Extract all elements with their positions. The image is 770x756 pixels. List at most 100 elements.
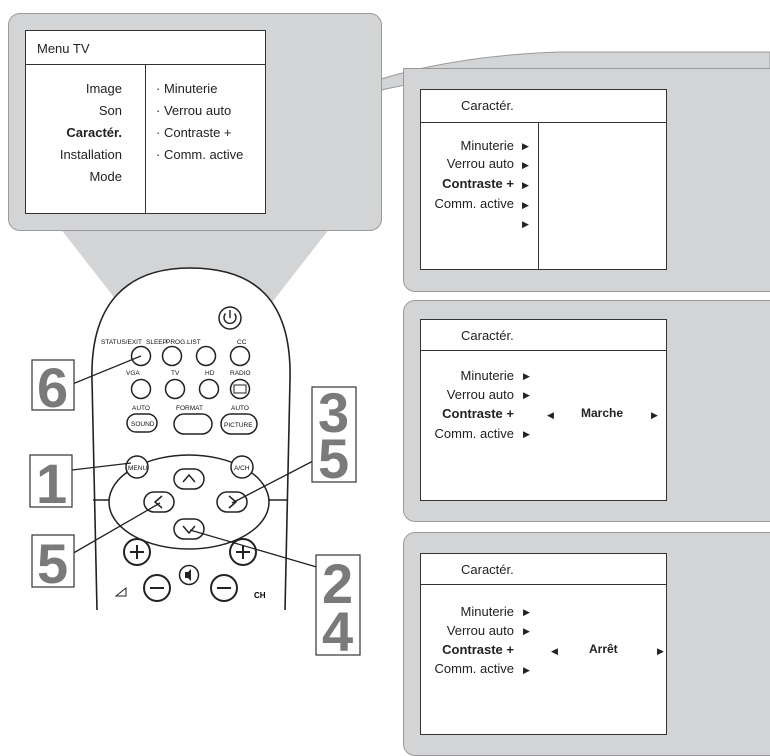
tv-button[interactable] [164, 378, 186, 400]
screen1-panel: Caractér. Minuterie Verrou auto Contrast… [403, 68, 770, 292]
submenu-arrow-icon: ▶ [522, 141, 529, 151]
menu-item-image[interactable]: Image [85, 81, 122, 96]
screen1-item-minuterie[interactable]: Minuterie [461, 138, 514, 153]
screen1-item-verrou[interactable]: Verrou auto [447, 156, 514, 171]
sleep-button[interactable] [161, 345, 183, 367]
remote-body [91, 267, 291, 611]
item-label: Comm. active [434, 426, 514, 441]
format-button[interactable] [173, 413, 213, 435]
sleep-label: SLEEP [146, 339, 167, 346]
screen1-divider [421, 122, 666, 123]
menu-item-son[interactable]: Son [98, 103, 122, 118]
down-button[interactable] [173, 518, 205, 540]
value-left-arrow-icon[interactable]: ◀ [547, 410, 554, 420]
screen2-item-comm[interactable]: Comm. active [435, 426, 514, 441]
screen3-title: Caractér. [461, 562, 514, 577]
vga-label: VGA [126, 370, 140, 377]
mute-icon [185, 569, 191, 581]
screen1-item-contraste[interactable]: Contraste + [442, 176, 514, 191]
auto-picture-label: AUTO [231, 405, 249, 412]
cc-button[interactable] [229, 345, 251, 367]
ach-label: A/CH [234, 465, 250, 472]
item-label: Contraste + [442, 406, 514, 421]
volume-icon [114, 586, 127, 597]
item-label: Comm. active [434, 661, 514, 676]
leader-24 [189, 529, 321, 569]
leader-5-left [69, 502, 161, 556]
submenu-arrow-icon: ▶ [523, 429, 530, 439]
right-button[interactable] [216, 491, 248, 513]
screen2-item-contraste[interactable]: Contraste + [442, 406, 514, 421]
submenu-label: Comm. active [163, 147, 244, 162]
submenu-arrow-icon: ▶ [523, 626, 530, 636]
screen3-item-minuterie[interactable]: Minuterie [461, 604, 514, 619]
item-label: Contraste + [442, 176, 514, 191]
sound-label: SOUND [131, 421, 155, 428]
prog-list-label: PROG.LIST [166, 339, 201, 346]
menu-item-mode[interactable]: Mode [89, 169, 122, 184]
item-label: Minuterie [460, 368, 514, 383]
leader-35 [231, 459, 316, 504]
ach-button[interactable] [230, 455, 254, 479]
radio-button[interactable] [229, 378, 251, 400]
tv-label: TV [171, 370, 180, 377]
screen3-item-verrou[interactable]: Verrou auto [447, 623, 514, 638]
submenu-item-contraste: · Contraste + [156, 125, 232, 140]
screen3-item-contraste[interactable]: Contraste + [442, 642, 514, 657]
submenu-arrow-icon: ▶ [523, 665, 530, 675]
sound-button[interactable] [126, 413, 158, 433]
item-label: Minuterie [460, 138, 514, 153]
submenu-label: Contraste + [163, 125, 232, 140]
step-5-right: 5 [318, 427, 349, 490]
cc-label: CC [237, 339, 247, 346]
hd-button[interactable] [198, 378, 220, 400]
screen2-item-verrou[interactable]: Verrou auto [447, 387, 514, 402]
vga-button[interactable] [130, 378, 152, 400]
radio-label: RADIO [230, 370, 251, 377]
step-6: 6 [37, 356, 68, 419]
plus-icon-ch [236, 545, 250, 559]
submenu-item-minuterie: · Minuterie [156, 81, 218, 96]
submenu-item-verrou: · Verrou auto [156, 103, 232, 118]
step-1-box [29, 454, 73, 508]
step-3: 3 [318, 381, 349, 444]
right-arrow-icon [228, 495, 238, 509]
plus-icon [130, 545, 144, 559]
picture-button[interactable] [220, 413, 258, 435]
screen2-divider [421, 350, 666, 351]
tv-menu-column-divider [145, 64, 146, 213]
step-1: 1 [36, 452, 67, 515]
left-button[interactable] [143, 491, 175, 513]
screen3-item-comm[interactable]: Comm. active [435, 661, 514, 676]
submenu-arrow-icon: ▶ [522, 180, 529, 190]
screen3: Caractér. Minuterie Verrou auto Contrast… [420, 553, 667, 735]
step-5-left: 5 [37, 532, 68, 595]
screen1-item-comm[interactable]: Comm. active [435, 196, 514, 211]
item-label: Minuterie [460, 604, 514, 619]
tv-menu-screen: Menu TV Image Son Caractér. Installation… [25, 30, 266, 214]
step-4: 4 [322, 600, 353, 663]
hd-label: HD [205, 370, 215, 377]
contraste-value: Arrêt [589, 642, 618, 656]
menu-item-installation[interactable]: Installation [59, 147, 122, 162]
screen1-column-divider [538, 122, 539, 269]
menu-item-caracter[interactable]: Caractér. [66, 125, 122, 140]
menu-button[interactable] [125, 455, 149, 479]
value-right-arrow-icon[interactable]: ▶ [657, 646, 664, 656]
picture-label: PICTURE [224, 422, 253, 429]
value-right-arrow-icon[interactable]: ▶ [651, 410, 658, 420]
screen1: Caractér. Minuterie Verrou auto Contrast… [420, 89, 667, 270]
submenu-label: Minuterie [163, 81, 218, 96]
submenu-arrow-icon: ▶ [523, 390, 530, 400]
item-label: Comm. active [434, 196, 514, 211]
prog-list-button[interactable] [195, 345, 217, 367]
nav-ring [108, 454, 270, 550]
up-button[interactable] [173, 468, 205, 490]
value-left-arrow-icon[interactable]: ◀ [551, 646, 558, 656]
submenu-arrow-icon: ▶ [522, 219, 529, 229]
radio-icon [233, 384, 247, 394]
screen3-panel: Caractér. Minuterie Verrou auto Contrast… [403, 532, 770, 756]
screen2-item-minuterie[interactable]: Minuterie [461, 368, 514, 383]
status-exit-label: STATUS/EXIT [101, 339, 142, 346]
